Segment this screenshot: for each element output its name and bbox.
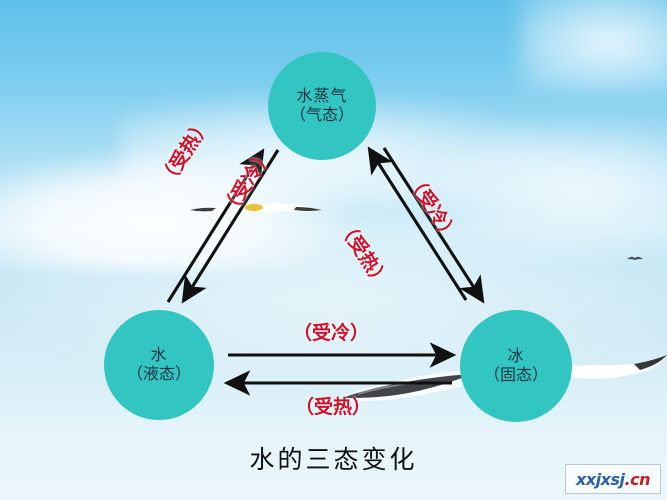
state-node-vapor-phase: （气态）	[289, 105, 354, 124]
diagram-title: 水的三态变化	[249, 445, 418, 474]
state-node-ice-phase: （固态）	[483, 365, 548, 384]
state-node-water-phase: （液态）	[126, 364, 191, 383]
watermark-suffix: .cn	[624, 469, 651, 489]
transition-label-water-to-ice: （受冷）	[293, 322, 370, 344]
state-node-water[interactable]: 水 （液态）	[104, 310, 214, 420]
watermark-name: xxjxsj	[576, 469, 625, 489]
state-node-ice[interactable]: 冰 （固态）	[460, 310, 572, 422]
state-node-water-name: 水	[150, 345, 168, 365]
state-node-vapor-name: 水蒸气	[296, 86, 348, 106]
watermark-text: xxjxsj.cn	[576, 470, 650, 489]
watermark: xxjxsj.cn	[565, 464, 661, 494]
state-node-vapor[interactable]: 水蒸气 （气态）	[268, 52, 376, 160]
state-node-ice-name: 冰	[507, 346, 525, 366]
transition-label-ice-to-water: （受热）	[295, 396, 372, 418]
